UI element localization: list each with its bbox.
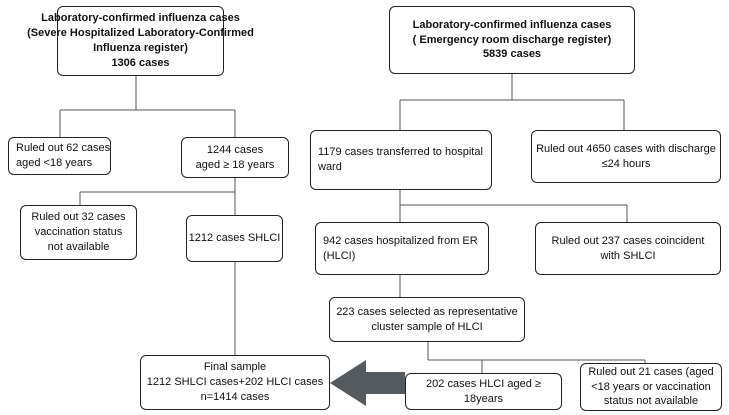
box-line: with SHLCI: [600, 249, 656, 262]
box-line: (HLCI): [323, 249, 356, 262]
box-line: 1179 cases transferred to hospital: [318, 146, 483, 159]
box-line: Laboratory-confirmed influenza cases: [412, 18, 612, 31]
box-line: Ruled out 21 cases (aged: [588, 365, 714, 378]
box-line: 18years: [463, 392, 504, 405]
ruled-out-21-box: Ruled out 21 cases (aged <18 years or va…: [580, 363, 722, 411]
selected-223-box: 223 cases selected as representative clu…: [329, 297, 525, 342]
box-line: <18 years or vaccination: [591, 380, 711, 393]
box-line: 202 cases HLCI aged ≥: [426, 377, 541, 390]
ruled-out-62-box: Ruled out 62 cases aged <18 years: [8, 137, 111, 175]
box-line: vaccination status: [34, 226, 123, 239]
box-line: 1244 cases: [206, 143, 264, 156]
left-top-box: Laboratory-confirmed influenza cases (Se…: [27, 6, 254, 76]
box-line: 5839 cases: [482, 48, 542, 61]
ruled-out-237-box: Ruled out 237 cases coincident with SHLC…: [535, 222, 721, 275]
box-line: aged <18 years: [16, 157, 93, 169]
box-line: ( Emergency room discharge register): [412, 33, 612, 46]
right-top-box: Laboratory-confirmed influenza cases ( E…: [389, 6, 635, 74]
ruled-out-4650-box: Ruled out 4650 cases with discharge ≤24 …: [531, 130, 721, 183]
box-line: 942 cases hospitalized from ER: [323, 234, 478, 247]
box-line: 1212 cases SHLCI: [188, 232, 281, 245]
box-line: 1306 cases: [111, 56, 170, 69]
box-line: Final sample: [203, 361, 267, 374]
box-line: Laboratory-confirmed influenza cases: [41, 12, 240, 25]
box-line: aged ≥ 18 years: [195, 158, 275, 171]
box-line: Ruled out 237 cases coincident: [551, 234, 705, 247]
box-line: not available: [47, 240, 110, 253]
cases-1244-box: 1244 cases aged ≥ 18 years: [181, 137, 289, 178]
box-line: ≤24 hours: [601, 157, 651, 170]
box-line: 1212 SHLCI cases+202 HLCI cases: [146, 376, 324, 389]
box-line: 223 cases selected as representative: [336, 305, 518, 318]
ruled-out-32-box: Ruled out 32 cases vaccination status no…: [20, 205, 137, 260]
big-arrow: [330, 360, 405, 406]
box-line: (Severe Hospitalized Laboratory-Confirme…: [27, 27, 254, 40]
hlci-942-box: 942 cases hospitalized from ER (HLCI): [315, 222, 489, 275]
final-sample-box: Final sample 1212 SHLCI cases+202 HLCI c…: [140, 355, 330, 410]
box-line: Ruled out 32 cases: [31, 211, 126, 224]
box-line: n=1414 cases: [200, 390, 270, 403]
hlci-202-box: 202 cases HLCI aged ≥ 18years: [405, 373, 562, 410]
box-line: cluster sample of HLCI: [371, 320, 483, 333]
box-line: Ruled out 62 cases: [16, 142, 111, 155]
box-line: ward: [318, 161, 342, 173]
box-line: status not available: [603, 395, 699, 408]
box-line: Influenza register): [93, 42, 188, 54]
box-line: Ruled out 4650 cases with discharge: [536, 142, 716, 155]
transferred-1179-box: 1179 cases transferred to hospital ward: [310, 130, 492, 190]
shlci-1212-box: 1212 cases SHLCI: [186, 215, 283, 262]
